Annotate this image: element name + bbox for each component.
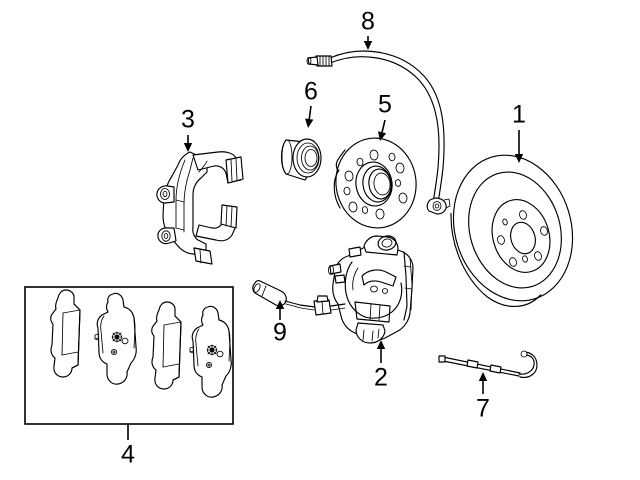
callout-arrowhead-1 <box>514 154 524 163</box>
brake-pad-3 <box>151 301 182 390</box>
callout-arrowhead-8 <box>363 41 373 50</box>
callout-number-2[interactable]: 2 <box>374 363 388 392</box>
callout-leaders <box>127 36 524 440</box>
part-abs-wheel-speed-sensor[interactable] <box>306 50 451 215</box>
part-wheel-hub[interactable] <box>330 133 422 233</box>
part-caliper-mounting-bracket[interactable] <box>156 151 244 265</box>
callout-number-9[interactable]: 9 <box>273 318 287 347</box>
part-brake-pad-wear-sensor[interactable] <box>252 280 346 316</box>
callout-number-5[interactable]: 5 <box>378 90 392 119</box>
callout-number-3[interactable]: 3 <box>181 105 195 134</box>
callout-number-4[interactable]: 4 <box>121 440 135 469</box>
part-brake-rotor-disc[interactable] <box>436 140 590 319</box>
callout-leader-5 <box>381 119 386 133</box>
brake-pad-2 <box>94 292 137 385</box>
part-wheel-bearing[interactable] <box>280 138 322 181</box>
callout-arrowhead-3 <box>183 143 193 152</box>
callout-arrowhead-7 <box>478 372 488 381</box>
part-brake-pad-set[interactable] <box>24 286 234 425</box>
callout-number-7[interactable]: 7 <box>476 394 490 423</box>
part-brake-pad-retaining-pin[interactable] <box>438 350 538 378</box>
callout-number-1[interactable]: 1 <box>512 100 526 129</box>
callout-number-6[interactable]: 6 <box>304 77 318 106</box>
pad-set-box <box>24 286 234 425</box>
brake-pad-1 <box>50 289 81 378</box>
part-brake-caliper[interactable] <box>327 234 414 344</box>
callout-arrowhead-5 <box>377 131 387 141</box>
callout-number-8[interactable]: 8 <box>361 7 375 36</box>
callout-leader-6 <box>308 105 312 120</box>
callout-arrowhead-6 <box>305 118 314 128</box>
brake-pad-4 <box>189 305 232 398</box>
callout-arrowhead-2 <box>376 340 386 349</box>
callout-arrowhead-9 <box>275 300 285 309</box>
